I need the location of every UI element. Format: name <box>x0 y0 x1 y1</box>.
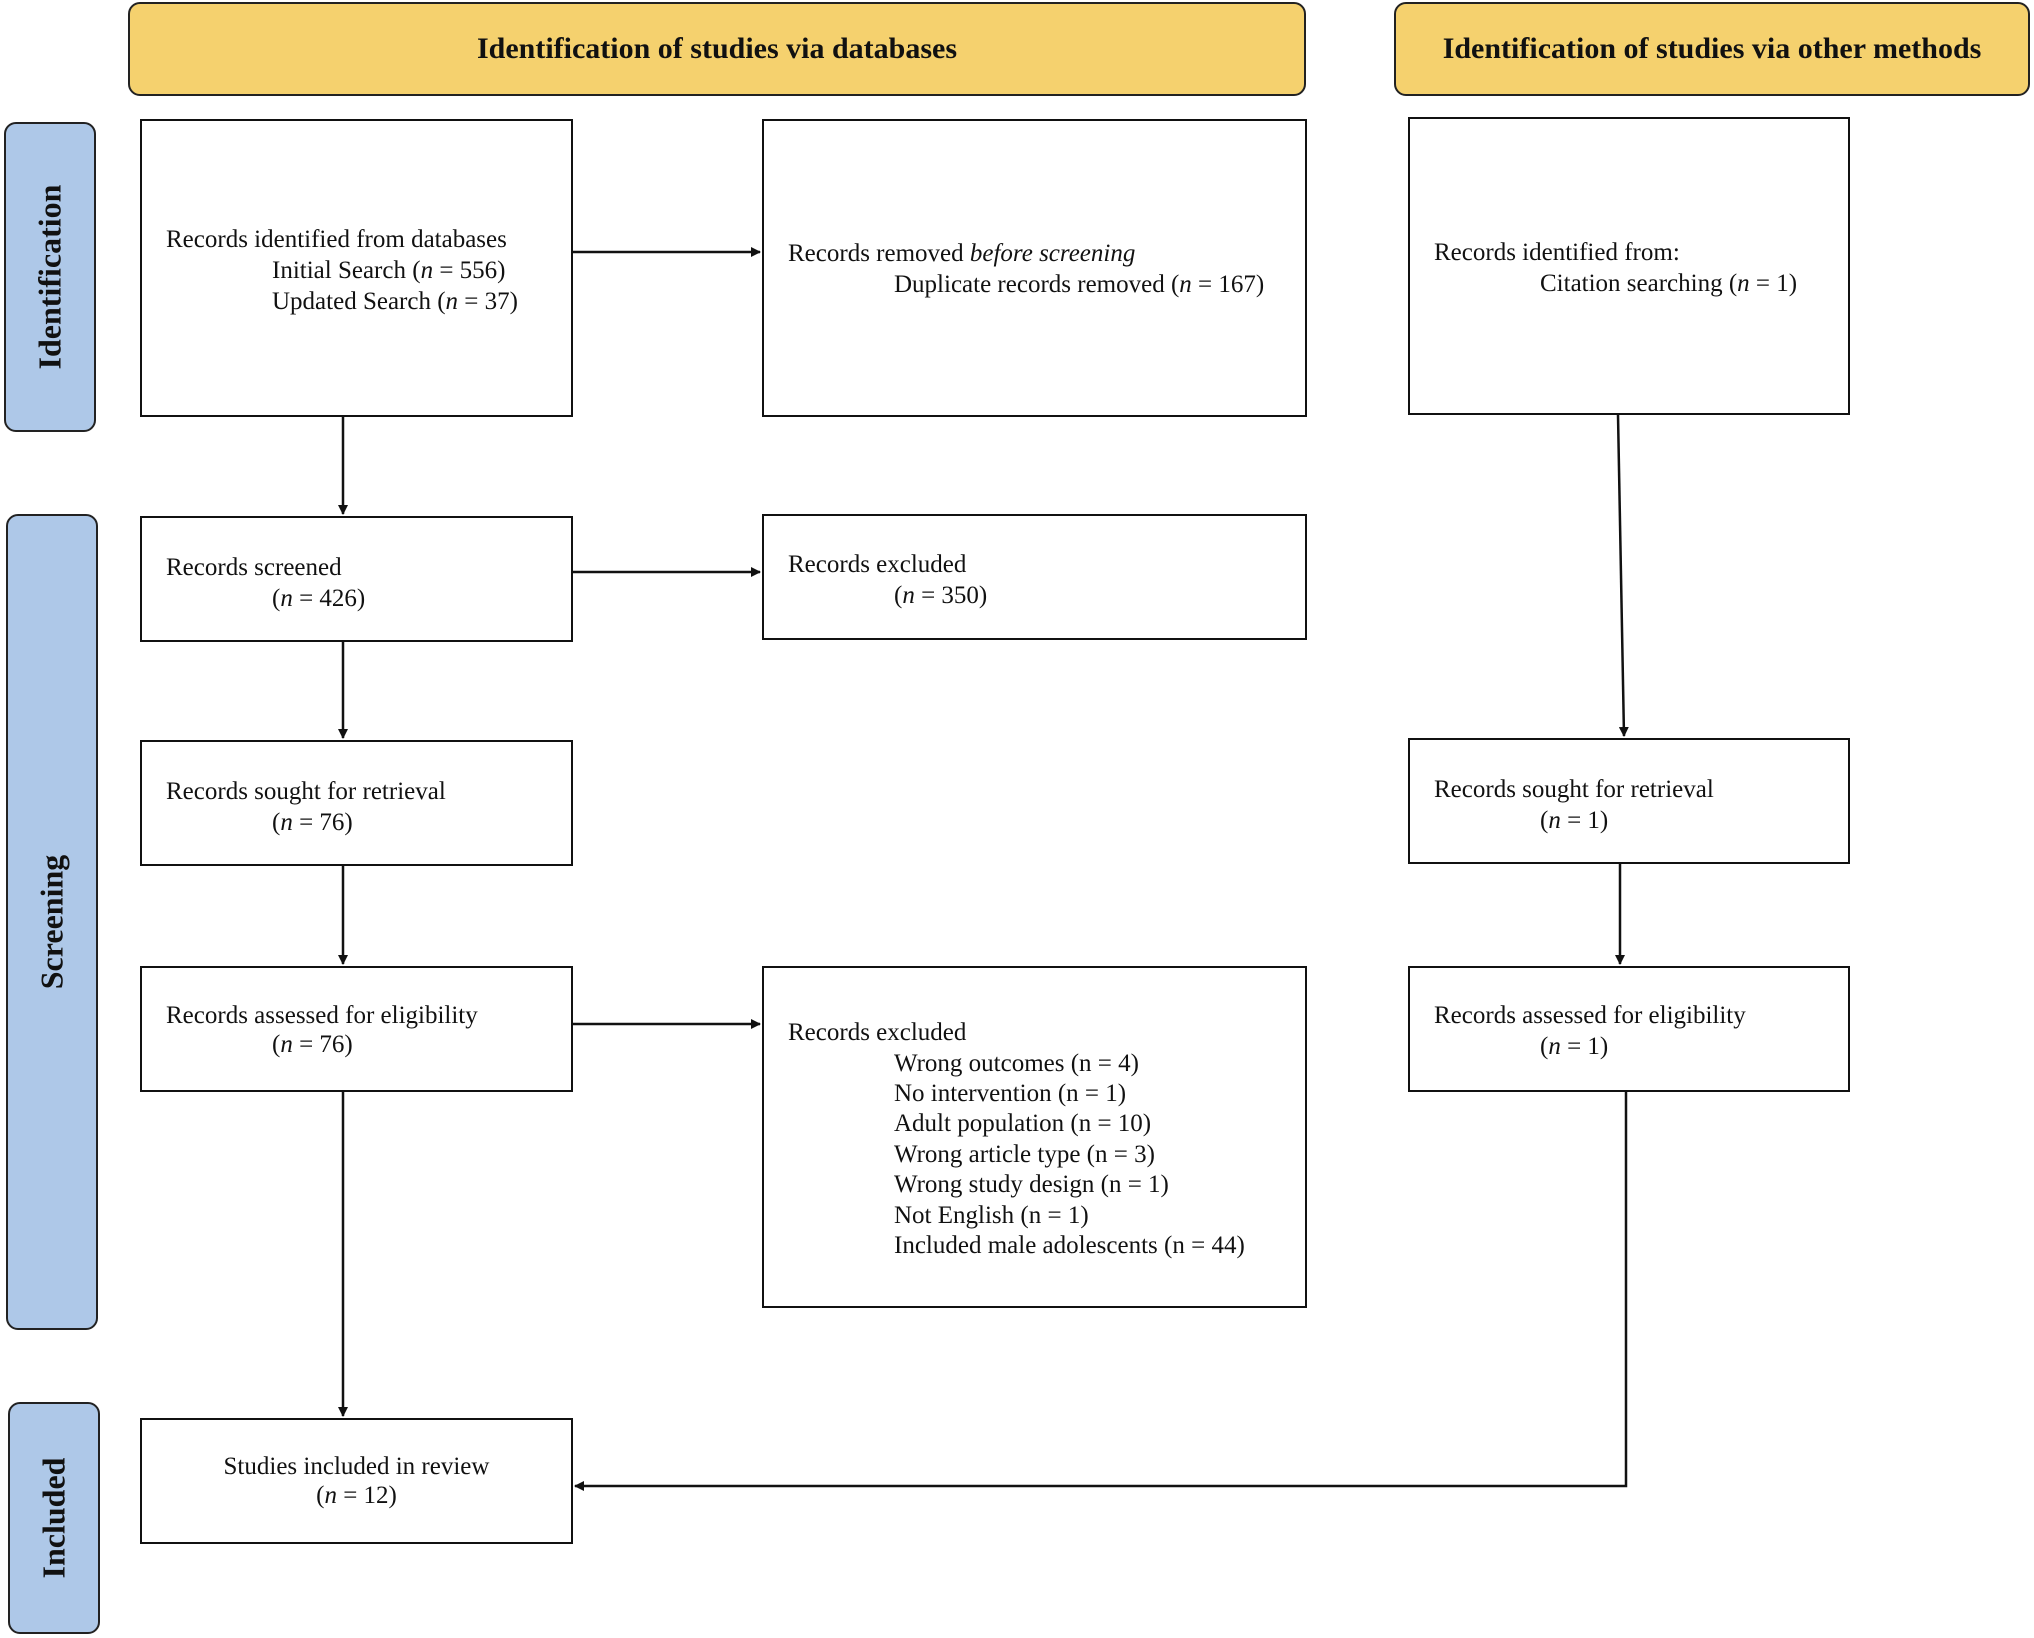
sought-db-count: (n = 76) <box>272 809 353 836</box>
db-identified-title: Records identified from databases <box>166 226 507 253</box>
phase-identification: Identification <box>4 122 96 432</box>
sought-db-title: Records sought for retrieval <box>166 778 446 805</box>
exclusion-reason: Wrong study design (n = 1) <box>894 1171 1169 1198</box>
removed-title: Records removed before screening <box>788 240 1136 267</box>
excluded-screen-count: (n = 350) <box>894 582 988 609</box>
box-records-sought-databases: Records sought for retrieval (n = 76) <box>140 740 573 866</box>
header-databases: Identification of studies via databases <box>128 2 1306 96</box>
box-studies-included: Studies included in review (n = 12) <box>140 1418 573 1544</box>
phase-screening: Screening <box>6 514 98 1330</box>
assessed-db-title: Records assessed for eligibility <box>166 1002 478 1029</box>
sought-other-count: (n = 1) <box>1540 807 1609 834</box>
box-records-identified-databases: Records identified from databases Initia… <box>140 119 573 417</box>
header-databases-label: Identification of studies via databases <box>476 32 958 65</box>
arrow-other-assessed-to-included <box>574 1092 1628 1491</box>
box-records-removed: Records removed before screening Duplica… <box>762 119 1307 417</box>
included-title: Studies included in review <box>223 1453 490 1480</box>
phase-included: Included <box>8 1402 100 1634</box>
box-records-sought-other: Records sought for retrieval (n = 1) <box>1408 738 1850 864</box>
assessed-other-count: (n = 1) <box>1540 1033 1609 1060</box>
header-other-methods: Identification of studies via other meth… <box>1394 2 2030 96</box>
duplicates-removed: Duplicate records removed (n = 167) <box>894 271 1265 298</box>
included-count: (n = 12) <box>316 1482 397 1509</box>
box-records-identified-other: Records identified from: Citation search… <box>1408 117 1850 415</box>
exclusion-reason: Wrong article type (n = 3) <box>894 1141 1155 1168</box>
box-records-assessed-other: Records assessed for eligibility (n = 1) <box>1408 966 1850 1092</box>
other-identified-title: Records identified from: <box>1434 239 1680 266</box>
arrow-other-identified-to-sought <box>1616 414 1629 737</box>
db-initial-search: Initial Search (n = 556) <box>272 257 506 284</box>
exclusion-reason: Not English (n = 1) <box>894 1202 1089 1229</box>
db-updated-search: Updated Search (n = 37) <box>272 288 518 315</box>
box-records-excluded-eligibility: Records excluded Wrong outcomes (n = 4) … <box>762 966 1307 1308</box>
box-records-screened: Records screened (n = 426) <box>140 516 573 642</box>
excluded-elig-title: Records excluded <box>788 1019 967 1046</box>
screened-title: Records screened <box>166 554 342 581</box>
exclusion-reason: Wrong outcomes (n = 4) <box>894 1050 1139 1077</box>
box-records-excluded-screening: Records excluded (n = 350) <box>762 514 1307 640</box>
exclusion-reason: No intervention (n = 1) <box>894 1080 1127 1107</box>
citation-searching: Citation searching (n = 1) <box>1540 270 1798 297</box>
sought-other-title: Records sought for retrieval <box>1434 776 1714 803</box>
exclusion-reason: Adult population (n = 10) <box>894 1110 1152 1137</box>
header-other-label: Identification of studies via other meth… <box>1442 32 1982 65</box>
excluded-screen-title: Records excluded <box>788 551 967 578</box>
assessed-db-count: (n = 76) <box>272 1031 353 1058</box>
screened-count: (n = 426) <box>272 585 366 612</box>
exclusion-reason: Included male adolescents (n = 44) <box>894 1232 1245 1259</box>
box-records-assessed-databases: Records assessed for eligibility (n = 76… <box>140 966 573 1092</box>
assessed-other-title: Records assessed for eligibility <box>1434 1002 1746 1029</box>
